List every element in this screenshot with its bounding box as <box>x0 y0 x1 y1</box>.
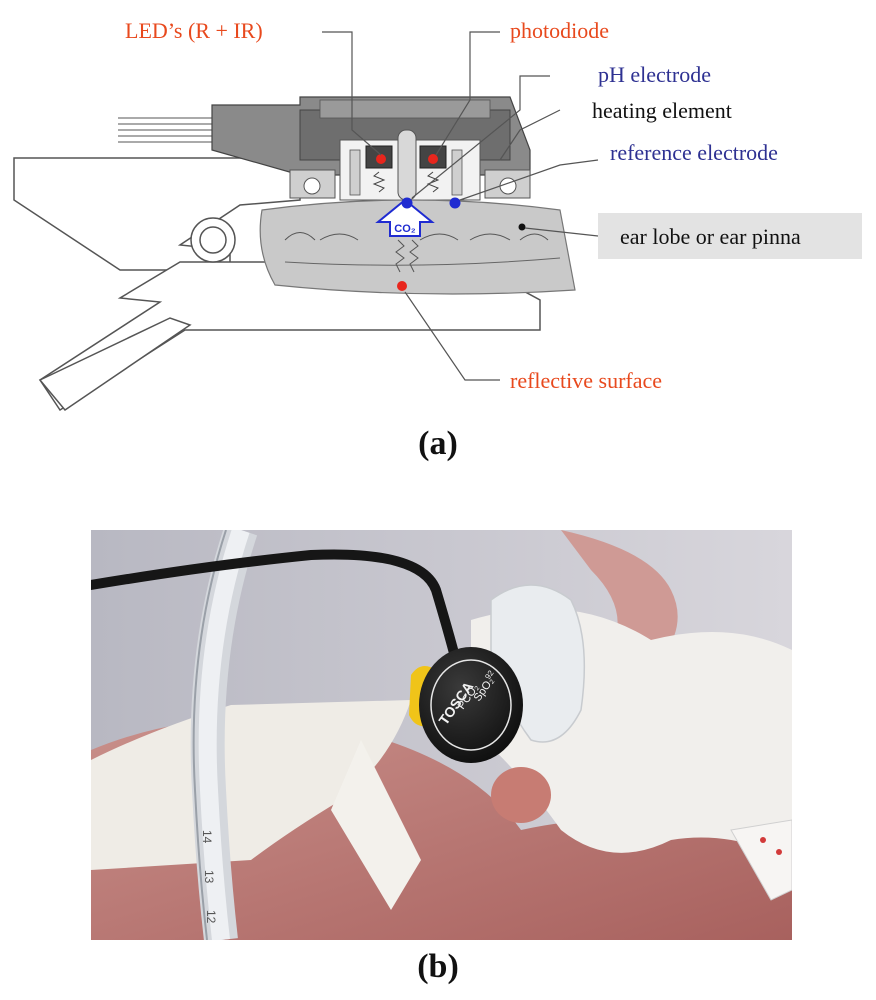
caption-a-letter: a <box>429 425 447 462</box>
label-leds: LED’s (R + IR) <box>125 18 263 43</box>
sensor-schematic: CO₂ LED’s (R + IR) photodiode pH electro… <box>13 18 862 412</box>
ph-electrode-dot <box>401 197 413 209</box>
led-dot <box>376 154 386 164</box>
ear-clip-body <box>13 157 541 412</box>
tube-marking-13: 13 <box>202 870 216 884</box>
co2-label: CO₂ <box>394 223 416 235</box>
photodiode-dot <box>428 154 438 164</box>
leader-lines <box>322 31 599 381</box>
reflective-surface-dot <box>397 281 407 291</box>
sensor-photo: 14 13 12 TOSCA PCO₂ SpO₂ 92 <box>91 530 792 940</box>
caption-b-letter: b <box>428 948 448 985</box>
co2-arrow: CO₂ <box>375 198 435 237</box>
caption-b: (b) <box>417 948 459 985</box>
ear-lobe <box>491 767 551 823</box>
tosca-sensor-head: TOSCA PCO₂ SpO₂ 92 <box>419 647 523 763</box>
label-photodiode: photodiode <box>510 18 609 43</box>
label-ph-electrode: pH electrode <box>598 62 711 87</box>
label-reference-electrode: reference electrode <box>610 140 778 165</box>
ear-lobe-dot <box>518 223 526 231</box>
tube-marking-14: 14 <box>200 830 214 844</box>
white-fabric-pad <box>91 700 411 870</box>
caption-a: (a) <box>418 425 458 462</box>
hinge-icon <box>190 217 236 263</box>
tape-strip <box>730 819 792 901</box>
tube-marking-12: 12 <box>204 910 218 924</box>
ear-lobe-shape <box>259 199 576 295</box>
label-reflective-surface: reflective surface <box>510 368 662 393</box>
reference-electrode-dot <box>449 197 461 209</box>
endotracheal-tube: 14 13 12 <box>190 530 258 940</box>
ear-lobe-label-box <box>598 213 862 259</box>
sensor-cable <box>91 549 466 685</box>
sensor-housing <box>211 96 531 201</box>
label-heating-element: heating element <box>592 98 732 123</box>
label-ear-lobe: ear lobe or ear pinna <box>620 224 801 249</box>
